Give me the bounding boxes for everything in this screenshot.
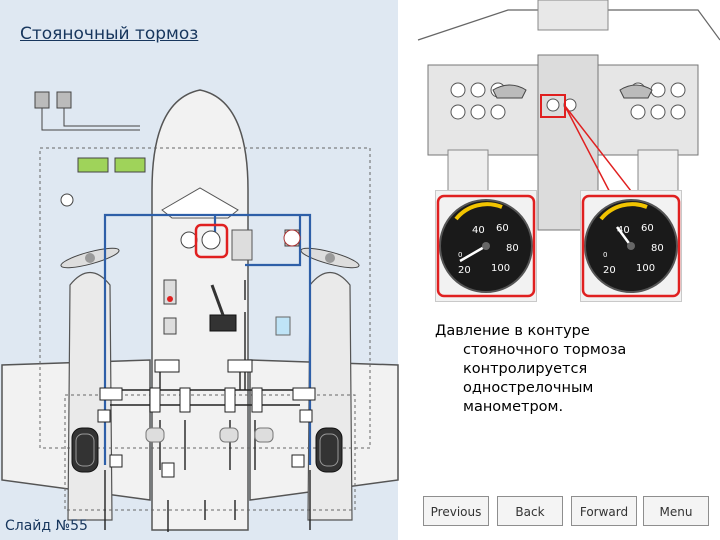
valve-bottom-center xyxy=(161,462,175,478)
accumulator xyxy=(275,316,291,336)
back-button[interactable]: Back xyxy=(497,496,563,526)
connector-2 xyxy=(56,91,72,109)
forward-button[interactable]: Forward xyxy=(571,496,637,526)
nose-gear-3 xyxy=(254,427,274,443)
connector-1 xyxy=(34,91,50,109)
red-indicator xyxy=(163,279,177,305)
hydraulic-lines xyxy=(103,213,312,465)
gauge-right-label-20: 20 xyxy=(603,265,616,276)
left-main-wheel-inner xyxy=(75,433,95,467)
brake-system-schematic xyxy=(1,89,399,532)
dashed-wiring-loop xyxy=(39,147,371,449)
slide-title: Стояночный тормоз xyxy=(20,24,199,44)
actuator-2 xyxy=(179,387,191,413)
gauge-left-label-60: 60 xyxy=(496,223,509,234)
green-indicator-1 xyxy=(77,157,109,173)
gauge-right-highlight xyxy=(581,194,681,298)
gauge-right-label-80: 80 xyxy=(651,243,664,254)
description-line-5: манометром. xyxy=(463,399,564,415)
panel-gauge-1 xyxy=(180,231,198,249)
gauge-right-label-100: 100 xyxy=(636,263,655,274)
slide-number: Слайд №55 xyxy=(5,518,88,534)
valve-bottom-left xyxy=(109,454,123,468)
valve-mid-2 xyxy=(227,359,253,373)
gauge-left-label-80: 80 xyxy=(506,243,519,254)
nose-gear-2 xyxy=(219,427,239,443)
description-line-2: стояночного тормоза xyxy=(463,342,627,358)
left-propeller-hub xyxy=(85,253,95,263)
gauge-highlight xyxy=(194,223,229,259)
right-main-wheel xyxy=(315,427,343,473)
actuator-4 xyxy=(251,387,263,413)
gauge-closeup-right: 20 40 60 80 100 0 xyxy=(580,190,682,302)
gauge-left-label-20: 20 xyxy=(458,265,471,276)
gauge-left-label-0: 0 xyxy=(458,251,462,259)
green-indicator-2 xyxy=(114,157,146,173)
right-main-wheel-inner xyxy=(319,433,339,467)
gauge-right-label-40: 40 xyxy=(617,225,630,236)
parking-brake-gauge-schematic xyxy=(201,230,221,250)
brake-pressure-gauge-right: 20 40 60 80 100 0 xyxy=(581,194,681,298)
right-yoke xyxy=(619,84,653,99)
nose-gear-1 xyxy=(145,427,165,443)
left-yoke xyxy=(492,84,527,99)
dashed-wiring-lower xyxy=(64,394,356,511)
gauge-left-label-40: 40 xyxy=(472,225,485,236)
valve-bottom-right xyxy=(291,454,305,468)
gauge-right-label-60: 60 xyxy=(641,223,654,234)
actuator-1 xyxy=(149,387,161,413)
overhead-panel xyxy=(537,0,609,31)
valve-right-top xyxy=(292,387,316,401)
valve-small-left xyxy=(97,409,111,423)
description-text: Давление в контуре стояночного тормоза к… xyxy=(435,322,695,417)
control-lines xyxy=(104,280,311,532)
gauge-left-label-100: 100 xyxy=(491,263,510,274)
menu-button[interactable]: Menu xyxy=(643,496,709,526)
actuator-3 xyxy=(224,387,236,413)
valve-small-right xyxy=(299,409,313,423)
parking-brake-lever xyxy=(210,284,225,316)
description-line-3: контролируется xyxy=(463,361,588,377)
valve-left-top xyxy=(99,387,123,401)
left-main-wheel xyxy=(71,427,99,473)
pressure-switch xyxy=(60,193,74,207)
switch-box xyxy=(163,317,177,335)
description-line-4: однострелочным xyxy=(463,380,594,396)
right-propeller-hub xyxy=(325,253,335,263)
panel-box xyxy=(231,229,253,261)
previous-button[interactable]: Previous xyxy=(423,496,489,526)
brake-pressure-gauge-left: 20 40 60 80 100 0 xyxy=(436,194,536,298)
gauge-closeup-left: 20 40 60 80 100 0 xyxy=(435,190,537,302)
bottle xyxy=(283,229,301,247)
gauge-right-label-0: 0 xyxy=(603,251,607,259)
valve-mid-1 xyxy=(154,359,180,373)
parking-brake-box xyxy=(209,314,237,332)
description-line-1: Давление в контуре xyxy=(435,323,590,339)
gauge-left-highlight xyxy=(436,194,536,298)
